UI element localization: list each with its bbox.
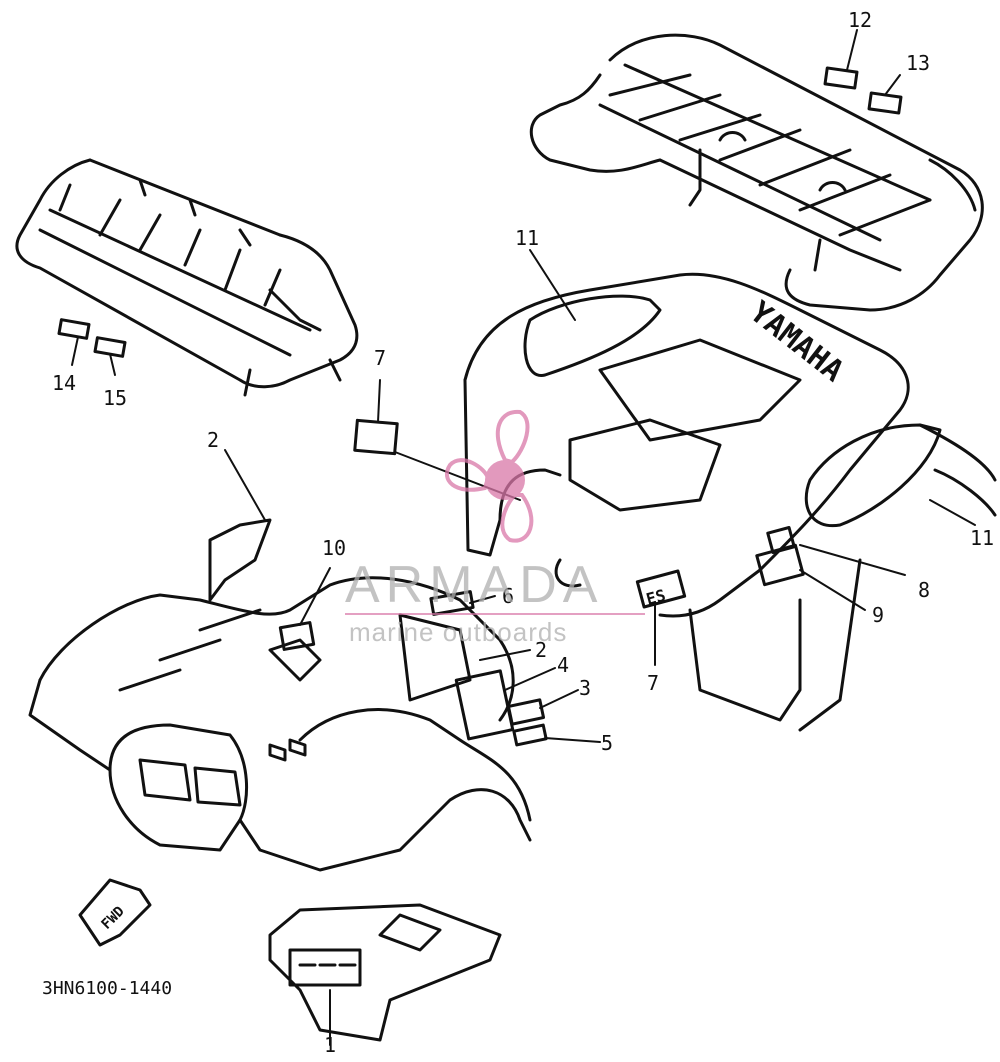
propeller-logo bbox=[444, 409, 534, 543]
front-carrier bbox=[15, 158, 359, 397]
fwd-arrow-icon bbox=[78, 878, 152, 947]
callout-15: 15 bbox=[103, 386, 127, 410]
callout-8: 8 bbox=[918, 578, 930, 602]
meter-text: ES bbox=[644, 586, 668, 609]
callout-7-bottom: 7 bbox=[647, 671, 659, 695]
callout-6: 6 bbox=[502, 584, 514, 608]
watermark-title: ARMADA bbox=[345, 556, 604, 614]
callout-1: 1 bbox=[324, 1033, 336, 1057]
watermark-subtitle: marine outboards bbox=[349, 617, 568, 647]
decal-12 bbox=[823, 66, 859, 90]
decal-10 bbox=[278, 621, 316, 651]
callout-7-top: 7 bbox=[374, 346, 386, 370]
callout-11-right: 11 bbox=[970, 526, 994, 550]
decal-7-left bbox=[353, 418, 399, 456]
leader-lines bbox=[71, 29, 976, 1046]
decal-3 bbox=[506, 698, 546, 726]
callout-2-bottom: 2 bbox=[535, 638, 547, 662]
callout-11-top: 11 bbox=[515, 226, 539, 250]
callout-10: 10 bbox=[322, 536, 346, 560]
rear-fender bbox=[463, 272, 997, 732]
callout-9: 9 bbox=[872, 603, 884, 627]
watermark-line bbox=[345, 613, 645, 615]
rear-carrier bbox=[529, 33, 984, 312]
decal-6 bbox=[429, 590, 475, 616]
callout-13: 13 bbox=[906, 51, 930, 75]
callout-12: 12 bbox=[848, 8, 872, 32]
callout-14: 14 bbox=[52, 371, 76, 395]
callout-5: 5 bbox=[601, 731, 613, 755]
callout-4: 4 bbox=[557, 653, 569, 677]
front-panel bbox=[268, 903, 502, 1042]
decal-5 bbox=[512, 723, 548, 747]
part-code: 3HN6100-1440 bbox=[42, 978, 172, 999]
decal-4 bbox=[454, 669, 515, 741]
callout-2-top: 2 bbox=[207, 428, 219, 452]
decal-15 bbox=[93, 336, 127, 358]
fwd-label: FWD bbox=[99, 903, 128, 932]
decal-14 bbox=[57, 318, 91, 340]
meter-panel bbox=[635, 569, 687, 609]
callout-3: 3 bbox=[579, 676, 591, 700]
watermark: ARMADA marine outboards bbox=[345, 555, 655, 655]
